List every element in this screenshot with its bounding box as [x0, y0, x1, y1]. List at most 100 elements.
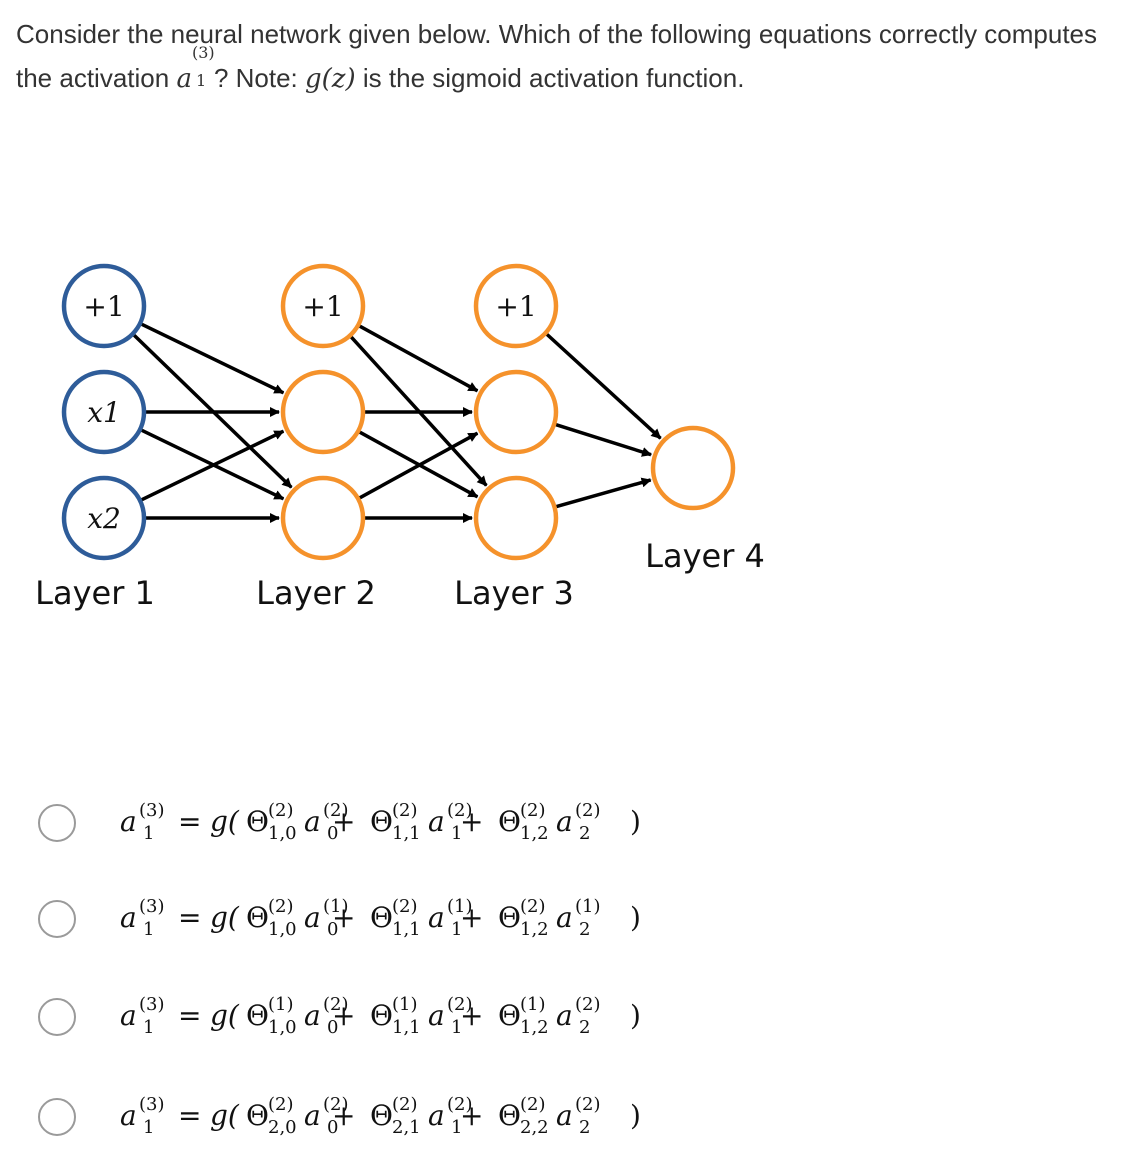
lhs-activation-base: a: [120, 1099, 137, 1132]
radio-button-1[interactable]: [38, 804, 76, 842]
term-activation-base-0: a: [304, 999, 321, 1032]
theta-symbol-2: Θ: [498, 1099, 521, 1132]
layer2-node-2: [280, 475, 366, 561]
theta-symbol-1: Θ: [370, 1099, 393, 1132]
equals-sign: =: [178, 999, 201, 1032]
edge-l2n2-to-l3n1: [358, 431, 479, 500]
theta-superscript-2: (1): [520, 994, 546, 1015]
theta-superscript-2: (2): [520, 896, 546, 917]
sigmoid-close: ): [630, 1099, 641, 1132]
term-activation-subscript-0: 0: [327, 1117, 338, 1138]
theta-superscript-0: (2): [268, 896, 294, 917]
term-activation-subscript-2: 2: [579, 919, 590, 940]
theta-superscript-2: (2): [520, 1094, 546, 1115]
layer3-node-1: [473, 369, 559, 455]
activation-base: a: [176, 64, 192, 94]
term-activation-subscript-1: 1: [451, 1017, 462, 1038]
term-activation-superscript-1: (2): [447, 1094, 473, 1115]
term-activation-superscript-0: (1): [323, 896, 349, 917]
theta-superscript-1: (2): [392, 1094, 418, 1115]
layer4-label: Layer 4: [645, 537, 765, 575]
theta-symbol-1: Θ: [370, 805, 393, 838]
radio-button-3[interactable]: [38, 998, 76, 1036]
edge-l1n2-to-l2n1: [141, 429, 285, 502]
theta-subscript-0: 1,0: [268, 919, 297, 940]
layer3-node-0-label: +1: [495, 290, 536, 323]
term-activation-base-2: a: [556, 999, 573, 1032]
question-part2: ? Note:: [213, 63, 306, 93]
plus-sign-1: +: [332, 999, 355, 1032]
lhs-activation-base: a: [120, 805, 137, 838]
term-activation-superscript-2: (2): [575, 1094, 601, 1115]
theta-symbol-2: Θ: [498, 805, 521, 838]
lhs-activation-superscript: (3): [139, 896, 165, 917]
plus-sign-1: +: [332, 1099, 355, 1132]
activation-superscript: (3): [191, 43, 215, 62]
lhs-activation-subscript: 1: [143, 1117, 154, 1138]
theta-subscript-2: 1,2: [520, 919, 549, 940]
theta-superscript-1: (2): [392, 896, 418, 917]
equals-sign: =: [178, 805, 201, 838]
lhs-activation-subscript: 1: [143, 919, 154, 940]
term-activation-subscript-1: 1: [451, 919, 462, 940]
layer2-label: Layer 2: [256, 574, 376, 612]
edge-l3n0-to-l4n0: [545, 333, 662, 440]
layer1-node-0: [61, 263, 147, 349]
theta-symbol-2: Θ: [498, 999, 521, 1032]
term-activation-base-2: a: [556, 805, 573, 838]
lhs-activation-superscript: (3): [139, 800, 165, 821]
layer4-node-0: [650, 425, 736, 511]
equals-sign: =: [178, 1099, 201, 1132]
theta-symbol-2: Θ: [498, 901, 521, 934]
plus-sign-1: +: [332, 805, 355, 838]
radio-button-2[interactable]: [38, 900, 76, 938]
plus-sign-2: +: [460, 999, 483, 1032]
term-activation-subscript-1: 1: [451, 1117, 462, 1138]
layer1-node-1: [61, 369, 147, 455]
theta-subscript-2: 1,2: [520, 1017, 549, 1038]
term-activation-subscript-2: 2: [579, 823, 590, 844]
layer3-label: Layer 3: [454, 574, 574, 612]
sigmoid-open: g(: [210, 805, 240, 838]
theta-subscript-0: 1,0: [268, 1017, 297, 1038]
theta-symbol-1: Θ: [370, 901, 393, 934]
term-activation-subscript-0: 0: [327, 823, 338, 844]
theta-superscript-0: (2): [268, 1094, 294, 1115]
term-activation-base-1: a: [428, 1099, 445, 1132]
radio-button-4[interactable]: [38, 1098, 76, 1136]
theta-superscript-1: (2): [392, 800, 418, 821]
theta-symbol-0: Θ: [246, 901, 269, 934]
term-activation-base-0: a: [304, 901, 321, 934]
layer1-node-0-label: +1: [83, 290, 124, 323]
term-activation-subscript-2: 2: [579, 1017, 590, 1038]
term-activation-subscript-0: 0: [327, 919, 338, 940]
layer1-label: Layer 1: [35, 574, 155, 612]
term-activation-superscript-1: (2): [447, 994, 473, 1015]
sigmoid-open: g(: [210, 999, 240, 1032]
term-activation-base-1: a: [428, 901, 445, 934]
term-activation-base-0: a: [304, 805, 321, 838]
plus-sign-2: +: [460, 805, 483, 838]
edge-l3n2-to-l4n0: [555, 477, 652, 509]
theta-subscript-1: 1,1: [392, 919, 421, 940]
network-edges: [132, 322, 662, 523]
edge-l2n0-to-l3n1: [358, 324, 479, 393]
sigmoid-close: ): [630, 901, 641, 934]
edge-l3n1-to-l4n0: [555, 423, 653, 457]
activation-scripts: (3)1: [192, 45, 215, 89]
question-part1: Consider the neural network given below.…: [16, 19, 1098, 93]
theta-subscript-1: 2,1: [392, 1117, 421, 1138]
layer1-node-2-label: x2: [87, 502, 121, 535]
lhs-activation-subscript: 1: [143, 1017, 154, 1038]
question-part3: is the sigmoid activation function.: [355, 63, 745, 93]
lhs-activation-subscript: 1: [143, 823, 154, 844]
